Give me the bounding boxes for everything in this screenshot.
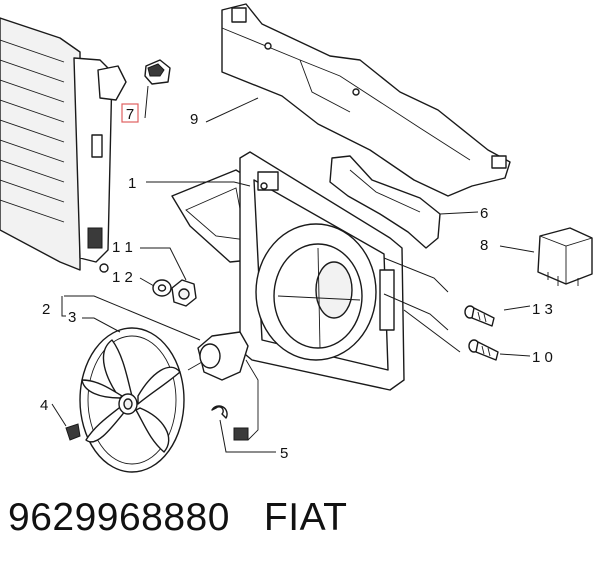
callout-9: 9 (190, 111, 198, 128)
part-number: 9629968880 (8, 496, 230, 539)
part-1-fan-shroud (171, 151, 405, 391)
callout-7: 7 (126, 106, 134, 123)
callout-10: 1 0 (532, 349, 553, 366)
callout-11: 1 1 (112, 239, 133, 256)
part-7-sensor (144, 59, 171, 85)
part-6-deflector (329, 155, 441, 249)
callout-2: 2 (42, 301, 50, 318)
callout-3: 3 (68, 309, 76, 326)
callout-8: 8 (480, 237, 488, 254)
part-8-relay (537, 227, 593, 286)
part-2-fan-blade (79, 327, 185, 473)
diagram-drawing: 7 9 1 6 8 1 1 1 2 1 3 1 0 2 3 4 5 (0, 3, 593, 473)
callout-7-highlight (121, 103, 139, 123)
callout-labels: 7 9 1 6 8 1 1 1 2 1 3 1 0 2 3 4 5 (40, 103, 553, 462)
part-13-screw (464, 305, 495, 327)
callout-13: 1 3 (532, 301, 553, 318)
part-11-nut (171, 279, 197, 307)
part-10-screw (468, 339, 499, 361)
brand-name: FIAT (263, 496, 348, 539)
callout-1: 1 (128, 175, 136, 192)
callout-6: 6 (480, 205, 488, 222)
part-3-fan-motor (187, 331, 259, 441)
callout-5: 5 (280, 445, 288, 462)
part-5-clip (211, 405, 228, 419)
part-4-clip (65, 423, 81, 441)
leader-lines (51, 85, 535, 453)
part-9-upper-duct (221, 3, 511, 197)
callout-4: 4 (40, 397, 48, 414)
callout-12: 1 2 (112, 269, 133, 286)
radiator (0, 17, 127, 273)
part-12-washer (152, 279, 172, 297)
part-number-footer: 9629968880 FIAT (8, 496, 382, 540)
